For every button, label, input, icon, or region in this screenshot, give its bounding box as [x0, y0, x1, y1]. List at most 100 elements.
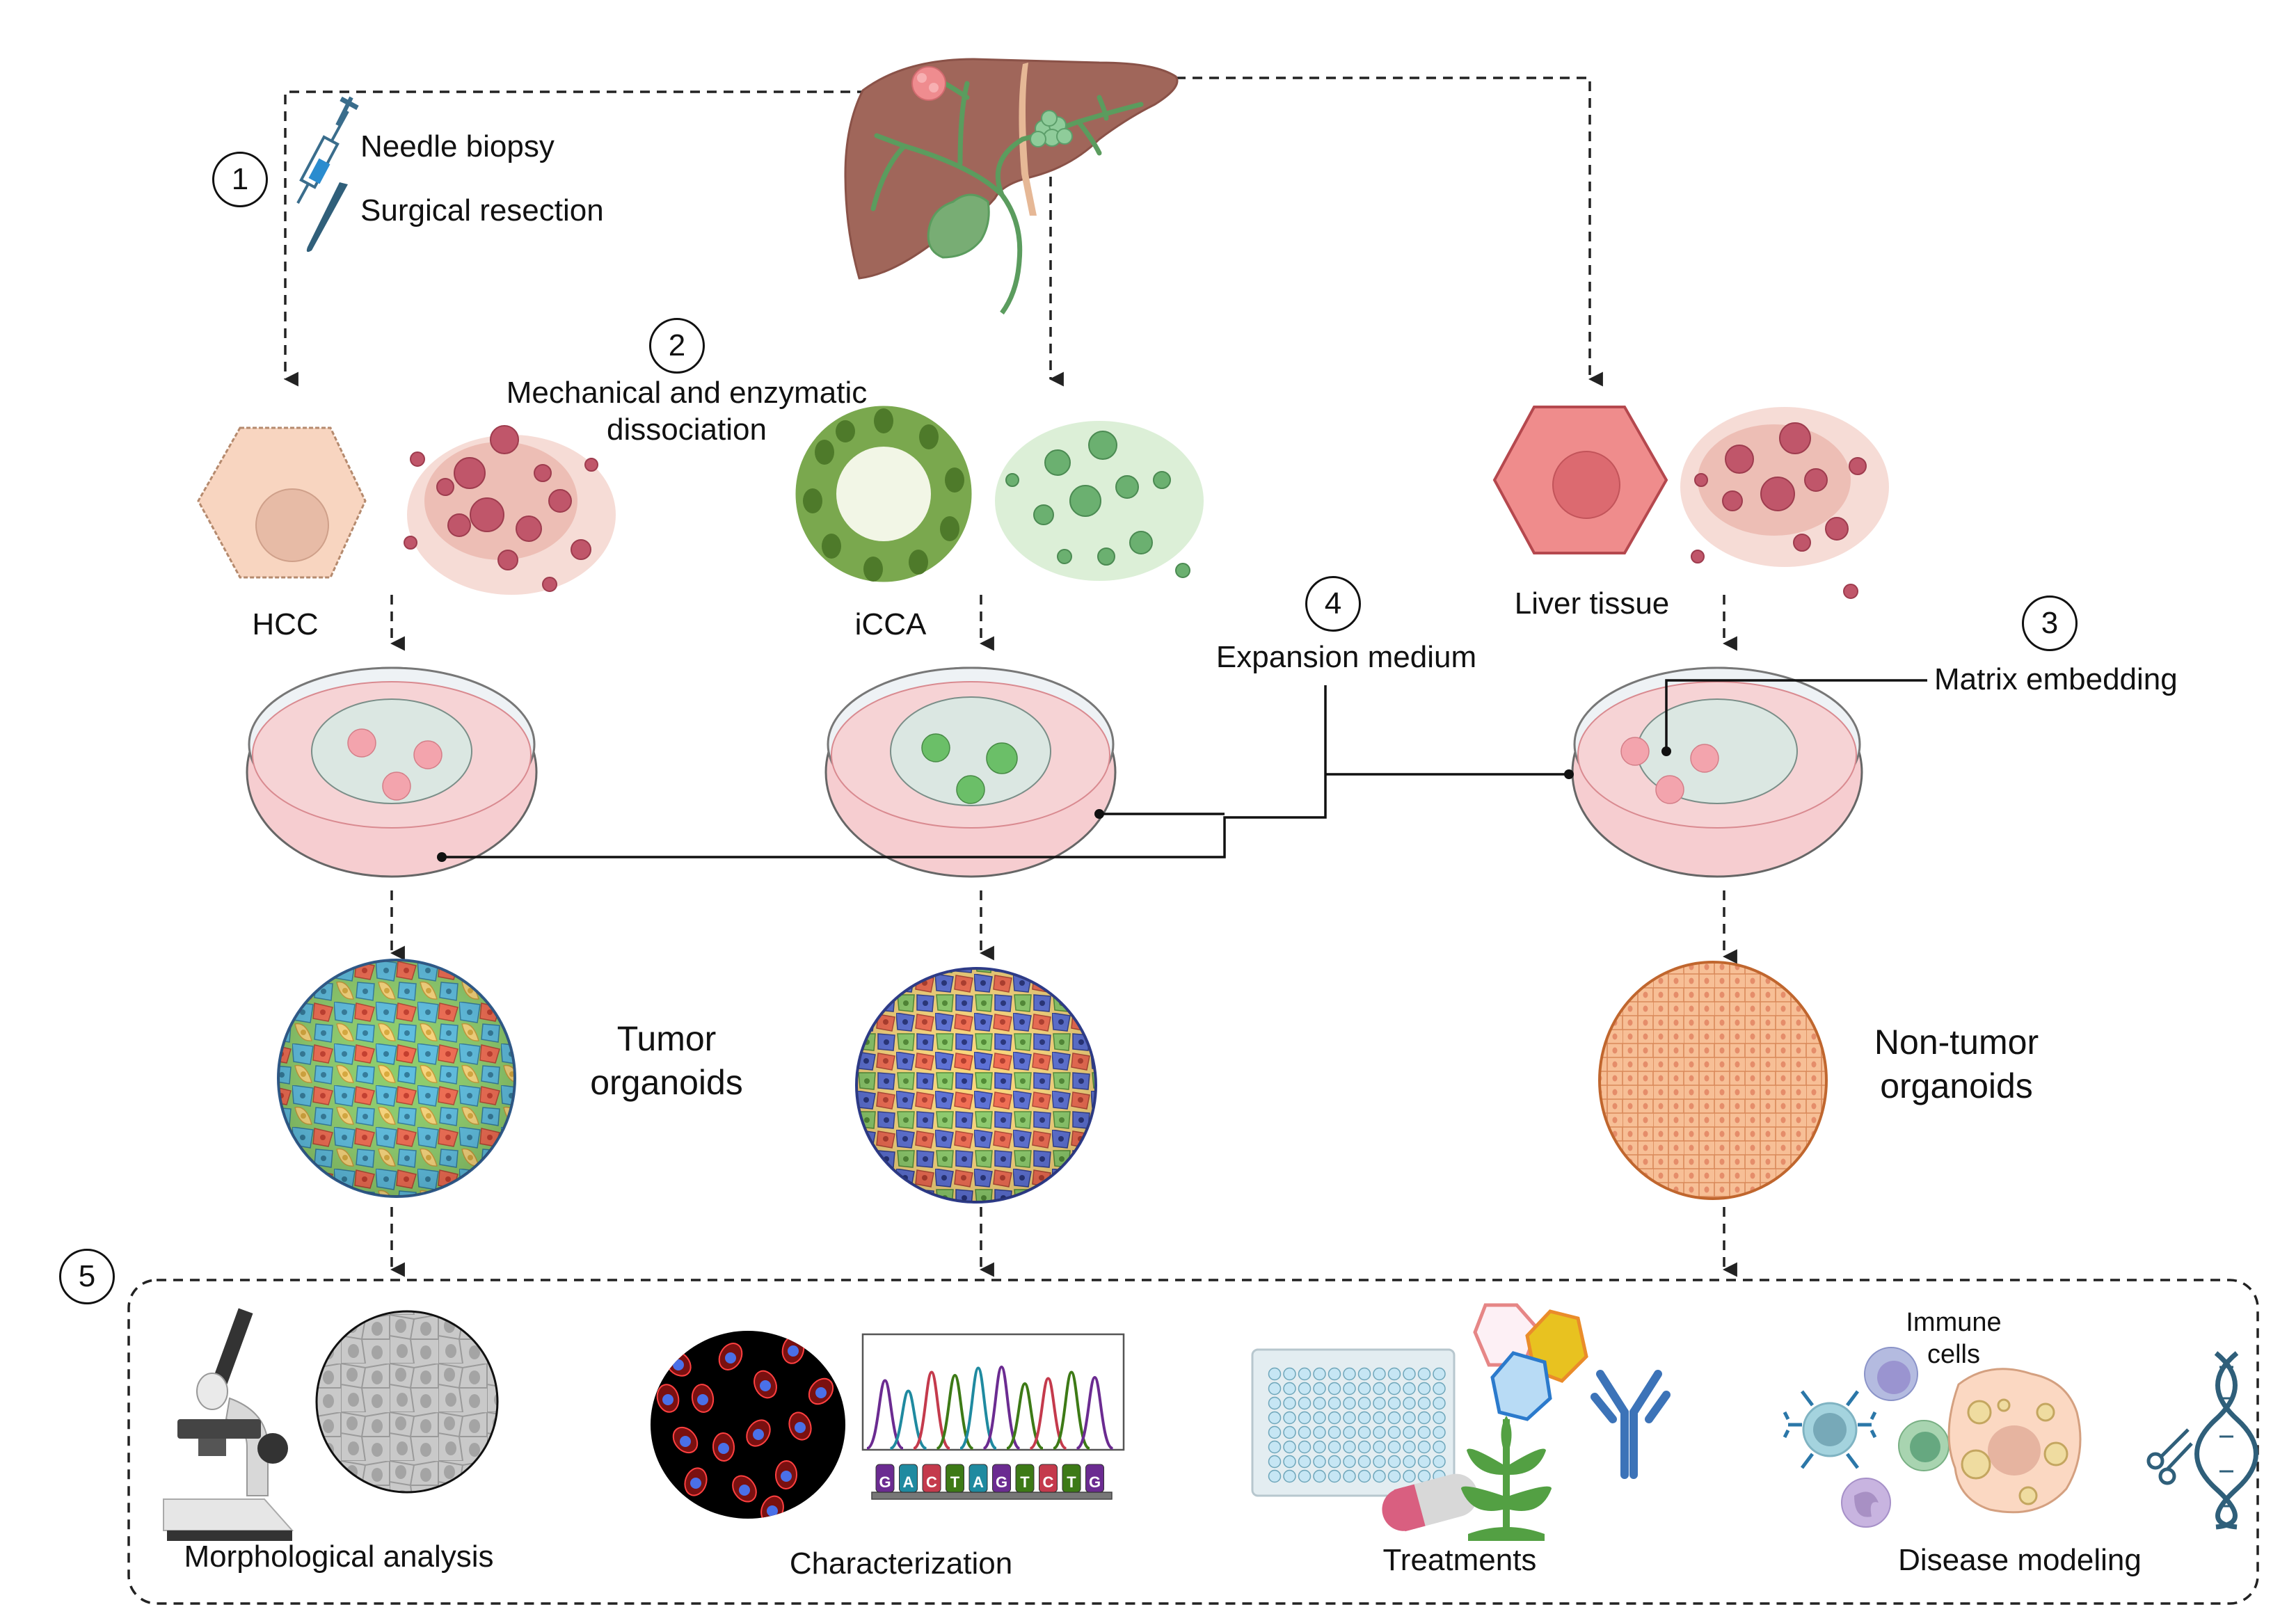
- characterization-label: Characterization: [789, 1546, 1013, 1581]
- well: [1403, 1425, 1416, 1439]
- well: [1283, 1411, 1296, 1425]
- well: [1313, 1455, 1326, 1469]
- well: [1373, 1425, 1386, 1439]
- well: [1298, 1455, 1312, 1469]
- stained-cell: [656, 1384, 680, 1413]
- well: [1387, 1382, 1401, 1396]
- fluorescence-image: [651, 1331, 845, 1519]
- icca-tumor-cluster: [1030, 110, 1073, 147]
- tumor-organoids-label-line1: Tumor: [616, 1019, 717, 1058]
- hcc-label: HCC: [252, 607, 319, 641]
- well: [1403, 1382, 1416, 1396]
- well: [1343, 1396, 1356, 1410]
- applications-box: [127, 1279, 2259, 1605]
- dissociation-label-line2: dissociation: [607, 413, 767, 447]
- well: [1373, 1440, 1386, 1454]
- well: [1387, 1455, 1401, 1469]
- base-letter: T: [1067, 1473, 1076, 1491]
- t-cell-with-receptors: [1783, 1390, 1877, 1469]
- icca-label: iCCA: [854, 607, 927, 641]
- dissociation-label-line1: Mechanical and enzymatic: [506, 376, 868, 410]
- normal-hepatocyte-illustration: [1492, 406, 1668, 554]
- well: [1313, 1396, 1326, 1410]
- well: [1268, 1382, 1282, 1396]
- well: [1373, 1469, 1386, 1483]
- icca-cell-illustration: [793, 403, 974, 584]
- stained-cell: [754, 1370, 777, 1399]
- well: [1417, 1440, 1431, 1454]
- molecule-hexagons-icon: [1473, 1303, 1588, 1421]
- well: [1387, 1425, 1401, 1439]
- immune-cell-lymphocyte: [1864, 1347, 1918, 1401]
- well: [1283, 1425, 1296, 1439]
- well: [1403, 1455, 1416, 1469]
- well: [1268, 1396, 1282, 1410]
- stained-cell: [746, 1419, 771, 1447]
- well: [1268, 1411, 1282, 1425]
- stained-cell: [712, 1432, 735, 1462]
- petri-dish-hcc: [246, 666, 538, 878]
- well: [1387, 1469, 1401, 1483]
- needle-biopsy-label: Needle biopsy: [360, 129, 555, 163]
- well: [1433, 1396, 1446, 1410]
- immune-cell-neutrophil: [1841, 1478, 1891, 1528]
- well: [1268, 1455, 1282, 1469]
- base-tile-G: [1085, 1464, 1104, 1493]
- well: [1433, 1382, 1446, 1396]
- immune-cell-monocyte: [1898, 1420, 1950, 1471]
- stained-cell: [672, 1426, 699, 1454]
- well: [1328, 1440, 1341, 1454]
- tumor-organoid-hcc: [277, 959, 516, 1198]
- step-5-badge: 5: [59, 1249, 115, 1304]
- base-letter: G: [879, 1473, 891, 1491]
- callout-lines: [442, 679, 1927, 858]
- well: [1328, 1382, 1341, 1396]
- base-letter: C: [926, 1473, 937, 1491]
- well: [1357, 1440, 1371, 1454]
- base-letter: G: [996, 1473, 1007, 1491]
- well: [1328, 1455, 1341, 1469]
- base-tile-T: [946, 1464, 964, 1493]
- non-tumor-organoids-label-line2: organoids: [1880, 1066, 2033, 1105]
- well: [1417, 1425, 1431, 1439]
- non-tumor-organoids-label-line1: Non-tumor: [1874, 1023, 2039, 1062]
- well: [1298, 1367, 1312, 1381]
- well: [1417, 1396, 1431, 1410]
- well: [1417, 1367, 1431, 1381]
- well: [1313, 1367, 1326, 1381]
- well: [1343, 1455, 1356, 1469]
- well: [1283, 1469, 1296, 1483]
- stained-cell: [808, 1377, 834, 1405]
- chromatogram-peak-T: [1053, 1370, 1090, 1450]
- well: [1313, 1440, 1326, 1454]
- hcc-dissociated-fragments: [404, 425, 616, 595]
- well: [1387, 1367, 1401, 1381]
- base-tile-T: [1015, 1464, 1035, 1493]
- icca-dissociated-fragments: [995, 421, 1204, 581]
- step-1-badge: 1: [212, 152, 268, 207]
- chromatogram-peak-A: [889, 1389, 927, 1450]
- immune-cells-label-line2: cells: [1927, 1340, 1981, 1369]
- step-3-badge: 3: [2022, 595, 2078, 651]
- well: [1357, 1425, 1371, 1439]
- stained-cell: [684, 1467, 708, 1496]
- well: [1433, 1411, 1446, 1425]
- well: [1313, 1411, 1326, 1425]
- well: [1387, 1411, 1401, 1425]
- chromatogram-peak-T: [1006, 1382, 1044, 1450]
- well: [1433, 1367, 1446, 1381]
- well: [1343, 1411, 1356, 1425]
- step-4-badge: 4: [1305, 576, 1361, 632]
- step-2-badge: 2: [649, 318, 705, 374]
- stained-cell: [691, 1384, 715, 1413]
- base-tile-G: [992, 1464, 1011, 1493]
- base-letter: A: [973, 1473, 984, 1491]
- well: [1313, 1382, 1326, 1396]
- stained-cell: [732, 1475, 757, 1503]
- tumor-organoid-icca: [855, 967, 1097, 1204]
- well: [1283, 1382, 1296, 1396]
- well: [1343, 1382, 1356, 1396]
- well: [1417, 1382, 1431, 1396]
- stained-cell: [788, 1412, 812, 1441]
- chromatogram-peak-C: [1029, 1377, 1067, 1450]
